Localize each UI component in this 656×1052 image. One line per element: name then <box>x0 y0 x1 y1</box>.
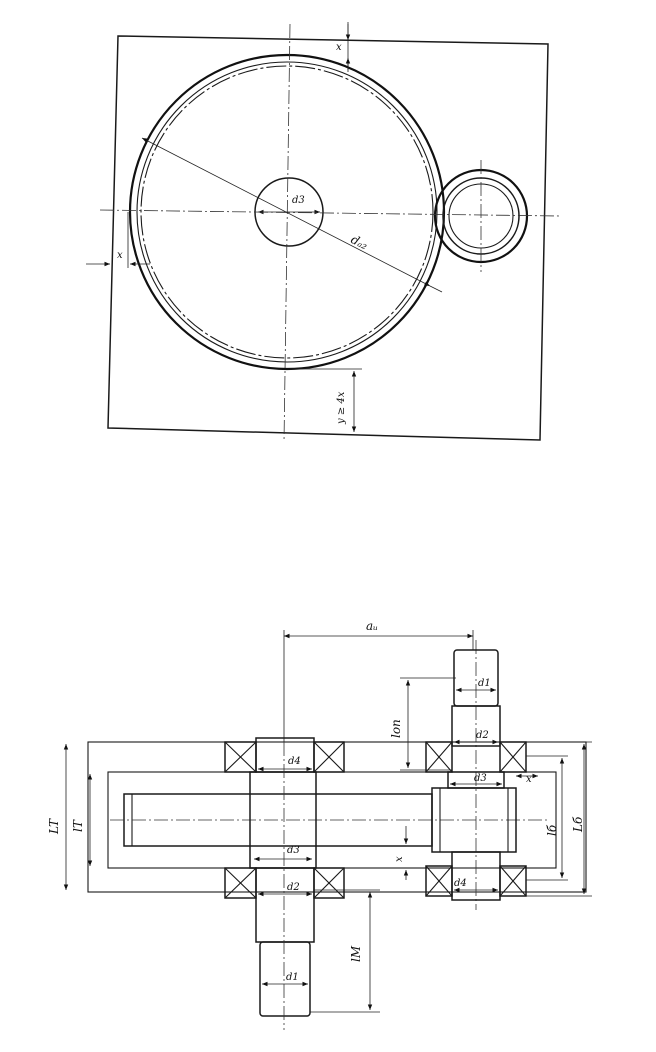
label-x-right: x <box>526 774 532 785</box>
label-aw: aᵤ <box>366 619 378 633</box>
bearing-upper-right-b <box>499 741 527 773</box>
right-shaft-d3 <box>447 771 505 789</box>
label-y-rule: y ≥ 4x <box>336 391 347 425</box>
worm-wheel-outer-ring <box>128 53 446 371</box>
bearing-upper-right-a <box>425 741 453 773</box>
label-d1-top: d1 <box>478 678 491 689</box>
label-x-mid: x <box>394 856 405 862</box>
bearing-lower-right-b <box>499 865 527 897</box>
label-d4-left: d4 <box>288 756 301 767</box>
label-x-left: x <box>117 250 123 261</box>
label-d3-top: d3 <box>292 195 305 206</box>
right-shaft-d2 <box>451 705 501 747</box>
bearing-upper-left-a <box>224 741 257 773</box>
output-shaft-end-d1 <box>259 941 311 1017</box>
da2-leader-ext <box>429 285 443 293</box>
bearing-upper-left-b <box>313 741 345 773</box>
bearing-lower-left-b <box>313 867 345 899</box>
label-lT: lT <box>71 819 85 832</box>
wheel-vertical-axis <box>283 23 291 443</box>
bearing-lower-left-a <box>224 867 257 899</box>
label-Lb: Lб <box>571 816 585 833</box>
output-shaft-lower-d2 <box>255 867 315 943</box>
worm-wheel-inner-ring <box>136 61 438 363</box>
label-da2: dₐ₂ <box>349 232 371 252</box>
label-LT: LT <box>47 818 61 835</box>
bottom-view: aᵤ d3 d4 <box>47 619 592 1030</box>
label-d3-right: d3 <box>474 773 487 784</box>
output-shaft-upper <box>255 737 315 773</box>
label-lon: lоп <box>389 719 403 738</box>
label-x-top: x <box>336 42 342 53</box>
da2-dim-line <box>141 137 431 287</box>
label-d1-bottom: d1 <box>286 972 299 983</box>
worm-wheel-pitch-ring <box>140 65 434 359</box>
top-view: d3 dₐ₂ x x y ≥ 4x <box>86 22 561 443</box>
label-d4-right: d4 <box>454 878 467 889</box>
label-lm: lM <box>349 945 363 962</box>
housing-outline <box>107 35 549 441</box>
label-lb-small: lб <box>545 824 559 836</box>
bearing-lower-right-a <box>425 865 453 897</box>
label-d2-left: d2 <box>287 882 300 893</box>
label-d3-left: d3 <box>287 845 300 856</box>
wheel-horizontal-axis <box>99 209 561 217</box>
label-d2-right: d2 <box>476 730 489 741</box>
